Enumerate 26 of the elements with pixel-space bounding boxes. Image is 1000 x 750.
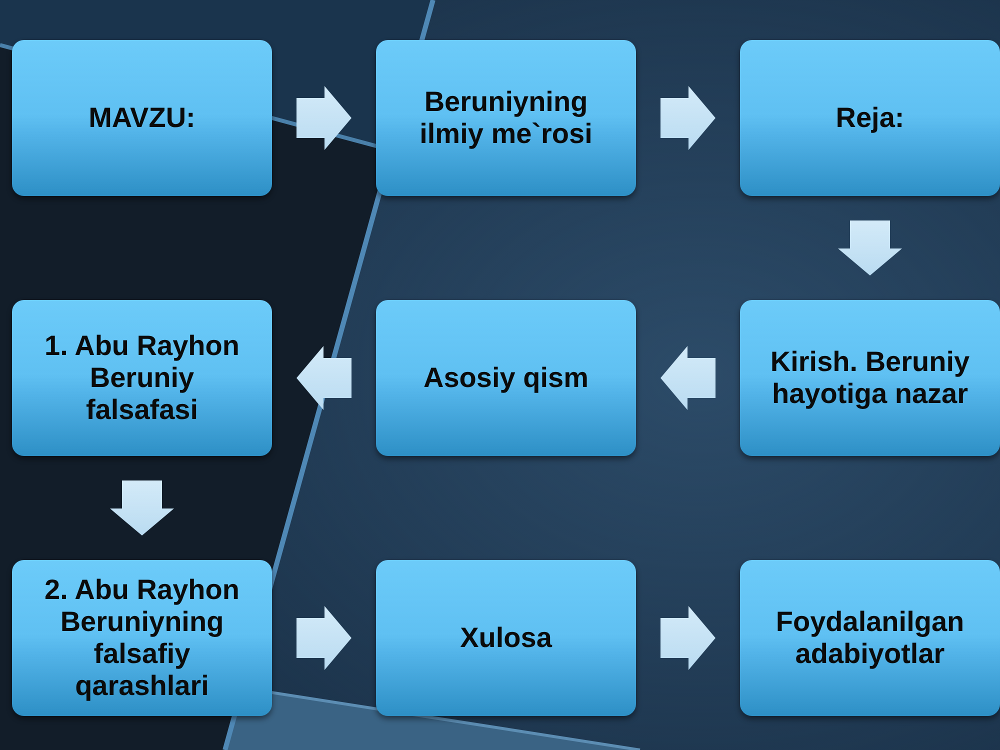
box-label: Asosiy qism	[424, 362, 588, 394]
box-label: 2. Abu Rayhon Beruniyning falsafiy qarashlari	[44, 574, 240, 702]
arrow	[838, 220, 902, 276]
arrow	[110, 480, 174, 536]
box-label: Beruniyning ilmiy me`rosi	[418, 86, 594, 150]
process-box	[376, 40, 636, 196]
process-box	[740, 560, 1000, 716]
arrow	[660, 606, 716, 670]
arrow	[296, 606, 352, 670]
process-box	[12, 40, 272, 196]
arrow	[660, 86, 716, 150]
arrow	[660, 346, 716, 410]
process-box	[740, 300, 1000, 456]
arrow	[296, 86, 352, 150]
box-label: MAVZU:	[88, 102, 196, 134]
box-label: Kirish. Beruniy hayotiga nazar	[769, 346, 971, 410]
box-label: 1. Abu Rayhon Beruniy falsafasi	[44, 330, 240, 426]
box-label: Reja:	[836, 102, 904, 134]
process-box	[740, 40, 1000, 196]
process-box	[12, 560, 272, 716]
process-box	[376, 300, 636, 456]
process-box	[12, 300, 272, 456]
process-box	[376, 560, 636, 716]
arrow	[296, 346, 352, 410]
box-label: Xulosa	[460, 622, 552, 654]
box-label: Foydalanilgan adabiyotlar	[774, 606, 966, 670]
